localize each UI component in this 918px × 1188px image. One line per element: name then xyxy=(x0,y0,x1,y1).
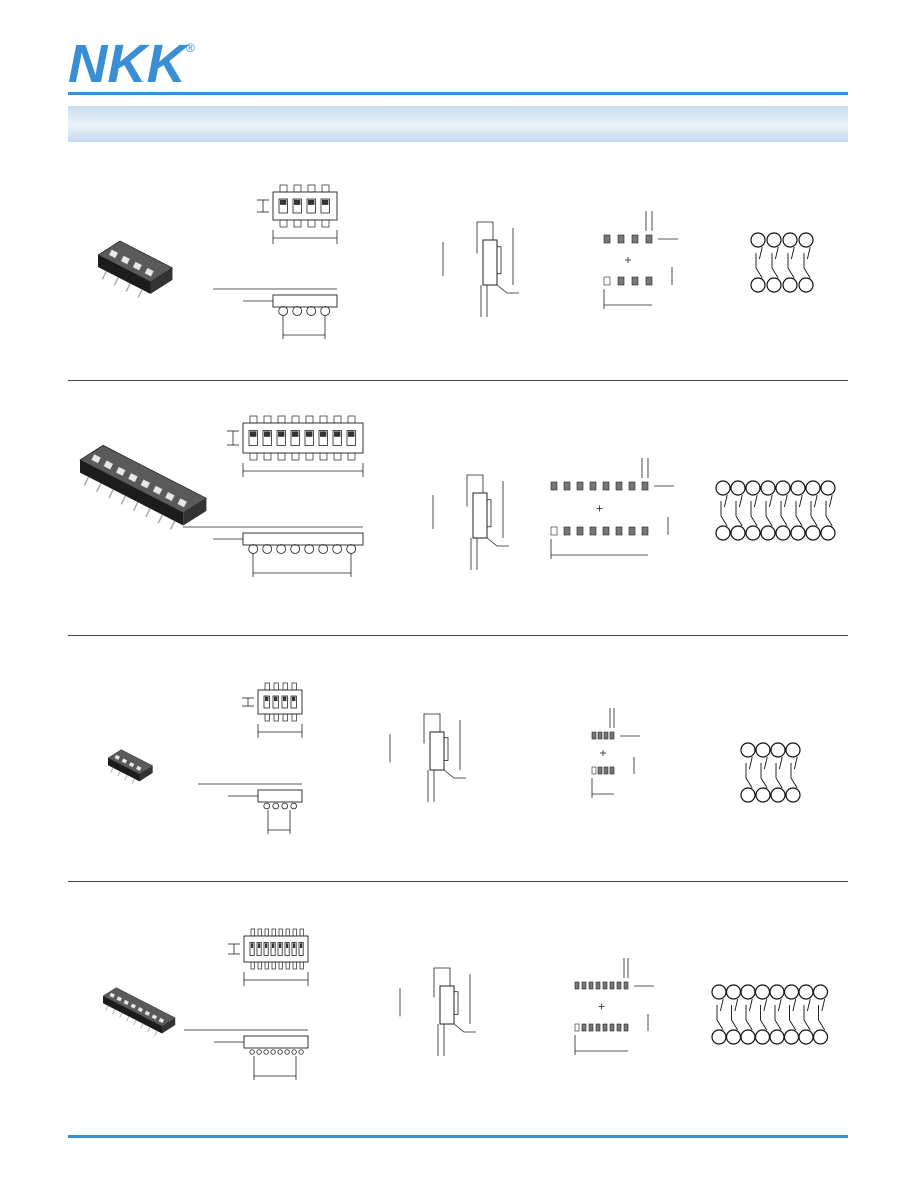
header-banner xyxy=(68,106,848,142)
nkk-logo: NKK ® xyxy=(68,38,195,88)
pcb-layout-drawing xyxy=(603,211,678,309)
product-photo xyxy=(102,987,176,1036)
circuit-diagram xyxy=(750,232,814,293)
row-divider xyxy=(68,635,848,636)
end-view-drawing xyxy=(432,474,509,570)
switch-row-4 xyxy=(68,886,848,1126)
row-drawing-canvas xyxy=(107,682,801,834)
top-view-drawing xyxy=(242,682,303,738)
end-view-drawing xyxy=(442,221,519,317)
registered-mark: ® xyxy=(186,41,195,55)
front-view-drawing xyxy=(184,1029,309,1080)
pcb-layout-drawing xyxy=(574,958,654,1055)
header-rule xyxy=(68,92,848,95)
row-drawing-canvas xyxy=(97,184,814,339)
end-view-drawing xyxy=(399,967,476,1056)
row-divider xyxy=(68,380,848,381)
product-photo xyxy=(97,240,174,298)
top-view-drawing xyxy=(227,415,364,477)
product-photo xyxy=(107,749,154,784)
front-view-drawing xyxy=(198,783,303,834)
row-divider xyxy=(68,881,848,882)
pcb-layout-drawing xyxy=(591,708,640,798)
front-view-drawing xyxy=(213,288,338,339)
end-view-drawing xyxy=(389,713,466,802)
front-view-drawing xyxy=(183,526,364,577)
pcb-layout-drawing xyxy=(550,458,674,559)
circuit-diagram xyxy=(740,742,801,803)
circuit-diagram xyxy=(711,984,829,1045)
circuit-diagram xyxy=(715,480,836,541)
product-photo xyxy=(79,444,208,530)
switch-row-3 xyxy=(68,640,848,880)
row-drawing-canvas xyxy=(102,928,829,1080)
switch-row-2 xyxy=(68,385,848,635)
row-drawing-canvas xyxy=(79,415,836,577)
switch-row-1 xyxy=(68,150,848,380)
logo-wordmark: NKK xyxy=(68,38,190,88)
footer-rule xyxy=(68,1135,848,1138)
top-view-drawing xyxy=(228,928,309,986)
top-view-drawing xyxy=(257,184,338,244)
